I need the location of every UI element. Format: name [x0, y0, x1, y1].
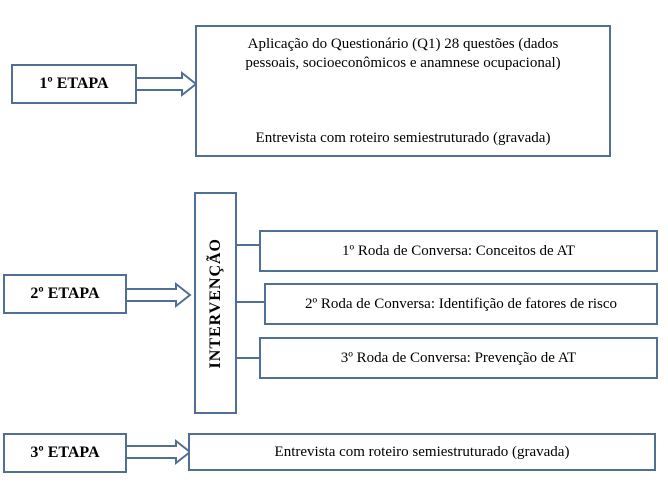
stage2-item-3: 3º Roda de Conversa: Prevenção de AT	[259, 337, 658, 379]
stage1-label-box: 1º ETAPA	[11, 64, 137, 104]
stage2-label-box: 2º ETAPA	[3, 274, 127, 314]
stage2-item-2: 2º Roda de Conversa: Identifição de fato…	[264, 283, 658, 325]
stage1-content-box: Aplicação do Questionário (Q1) 28 questõ…	[195, 25, 611, 157]
stage3-label-box: 3º ETAPA	[3, 433, 127, 473]
stage2-item-3-text: 3º Roda de Conversa: Prevenção de AT	[340, 349, 577, 366]
stage1-line2: pessoais, socioeconômicos e anamnese ocu…	[245, 55, 561, 71]
stage3-label: 3º ETAPA	[30, 444, 100, 461]
stage1-line1: Aplicação do Questionário (Q1) 28 questõ…	[247, 36, 559, 52]
stage2-item-1: 1º Roda de Conversa: Conceitos de AT	[259, 230, 658, 272]
stage3-content-box: Entrevista com roteiro semiestruturado (…	[188, 433, 656, 471]
arrow-stage2	[125, 281, 192, 309]
stage1-line3: Entrevista com roteiro semiestruturado (…	[255, 130, 551, 146]
stage2-item-2-text: 2º Roda de Conversa: Identifição de fato…	[304, 295, 618, 312]
stage2-item-1-text: 1º Roda de Conversa: Conceitos de AT	[342, 242, 575, 259]
intervention-label: INTERVENÇÃO	[206, 237, 224, 369]
arrow-stage1	[135, 70, 198, 98]
stage2-label: 2º ETAPA	[30, 285, 100, 302]
stage1-label: 1º ETAPA	[39, 75, 109, 92]
arrow-stage3	[125, 438, 192, 466]
stage3-text: Entrevista com roteiro semiestruturado (…	[274, 443, 570, 460]
intervention-box: INTERVENÇÃO	[194, 192, 237, 414]
